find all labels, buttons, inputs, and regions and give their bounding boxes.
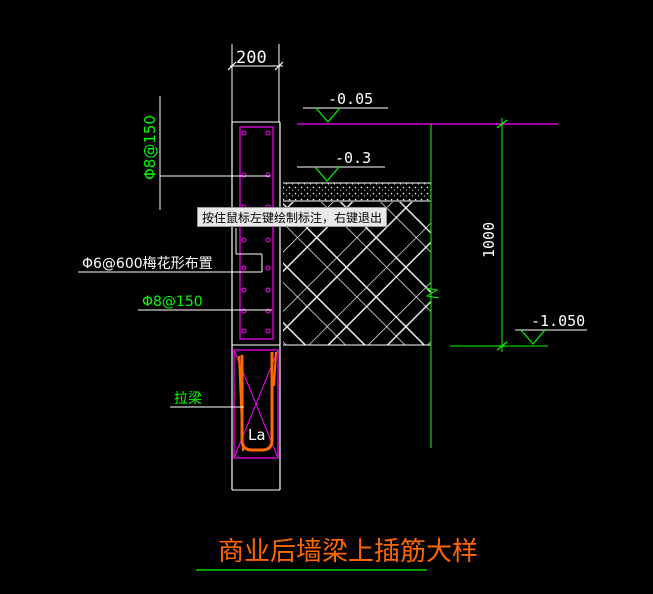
rebar-horiz-label: Φ8@150: [142, 294, 203, 310]
level-mid-text: -0.3: [335, 149, 371, 167]
dim-200-text: 200: [236, 48, 267, 68]
dim-1000-text: 1000: [480, 222, 498, 258]
wall-section: [231, 121, 281, 491]
level-top-text: -0.05: [328, 90, 373, 108]
level-markers: -0.05 -0.3 -1.050: [297, 90, 587, 347]
drawing-title: 商业后墙梁上插筋大样: [196, 537, 478, 571]
level-bottom-text: -1.050: [531, 312, 585, 330]
beam-label: 拉梁: [174, 391, 202, 407]
tie-label: Φ6@600梅花形布置: [82, 256, 213, 272]
rebar-vert-label: Φ8@150: [141, 115, 159, 180]
dimension-width: 200: [227, 44, 284, 122]
tie-beam: La: [233, 349, 279, 459]
leaders: Φ8@150 Φ6@600梅花形布置 Φ8@150 拉梁: [78, 96, 272, 408]
dimension-height: 1000: [430, 118, 508, 448]
la-label: La: [248, 426, 266, 444]
status-tooltip: 按住鼠标左键绘制标注，右键退出: [197, 207, 387, 227]
title-text: 商业后墙梁上插筋大样: [218, 537, 478, 567]
rebar-dots: [241, 130, 271, 334]
